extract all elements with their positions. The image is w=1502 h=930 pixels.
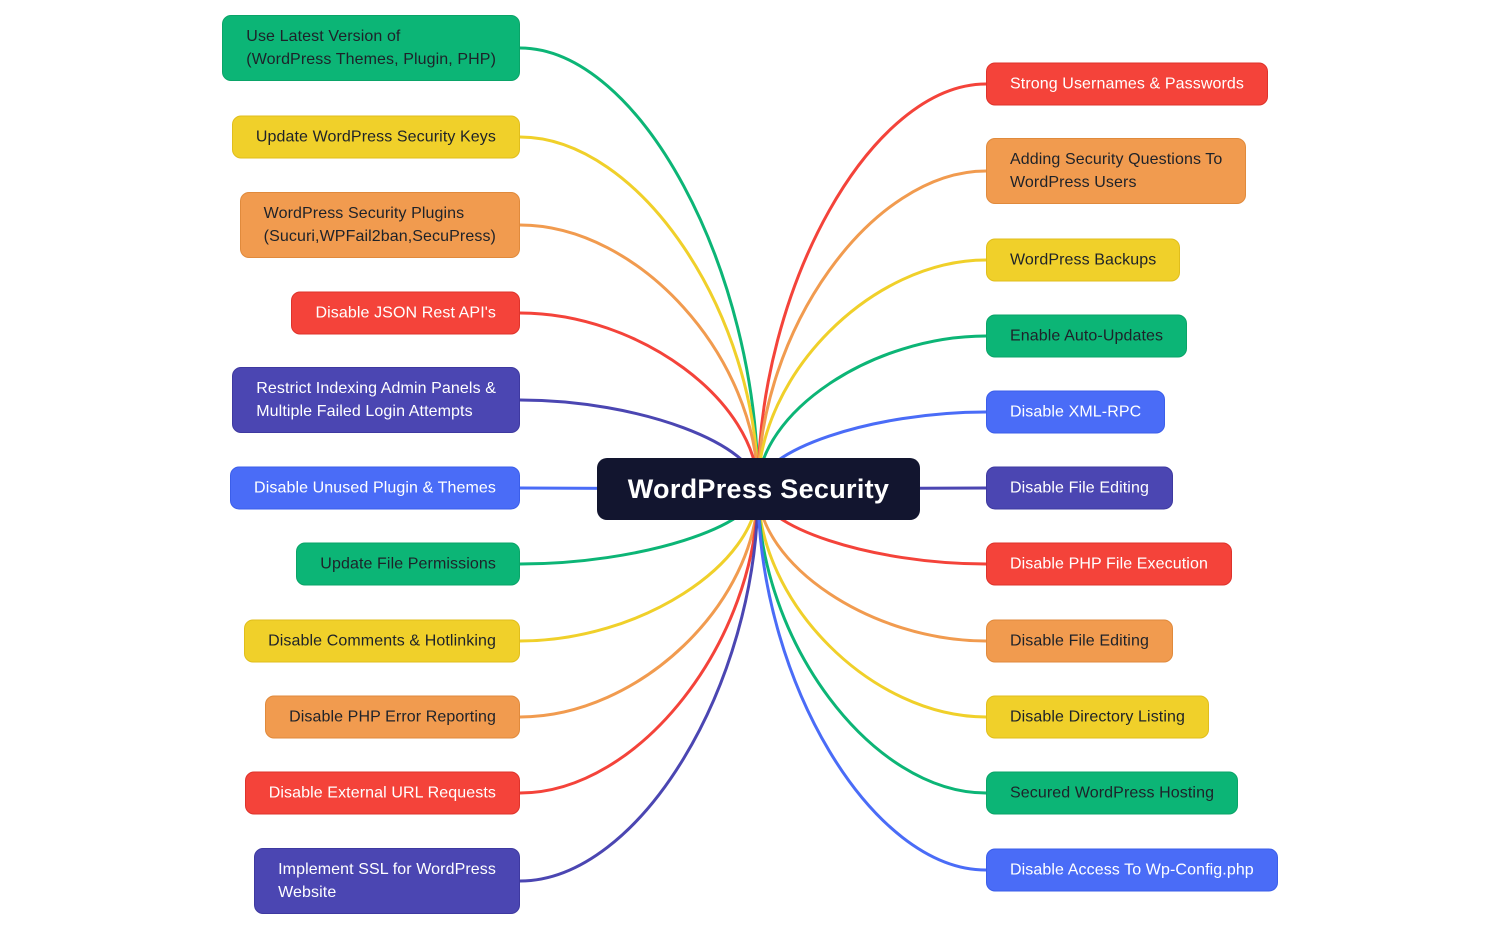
connector-left-9: [518, 487, 760, 795]
node-left-7: Disable Comments & Hotlinking: [244, 619, 520, 663]
center-node-label: WordPress Security: [627, 473, 890, 504]
node-left-1: Update WordPress Security Keys: [231, 115, 520, 159]
node-left-4: Restrict Indexing Admin Panels & Multipl…: [232, 367, 520, 433]
node-right-1: Adding Security Questions To WordPress U…: [986, 138, 1247, 204]
node-right-4: Disable XML-RPC: [986, 390, 1166, 434]
node-left-8: Disable PHP Error Reporting: [265, 695, 520, 739]
node-right-3: Enable Auto-Updates: [986, 314, 1188, 358]
node-left-5: Disable Unused Plugin & Themes: [230, 466, 520, 510]
center-node: WordPress Security: [597, 458, 920, 520]
node-left-6: Update File Permissions: [296, 542, 520, 586]
node-left-2: WordPress Security Plugins (Sucuri,WPFai…: [239, 192, 520, 258]
connector-right-10: [756, 487, 988, 872]
connector-right-8: [756, 487, 988, 719]
node-left-3: Disable JSON Rest API's: [291, 291, 520, 335]
node-right-10: Disable Access To Wp-Config.php: [986, 848, 1278, 892]
node-right-6: Disable PHP File Execution: [986, 542, 1232, 586]
node-left-0: Use Latest Version of (WordPress Themes,…: [222, 15, 520, 81]
connector-left-3: [518, 311, 760, 491]
connector-right-2: [756, 258, 988, 491]
connector-left-8: [518, 487, 760, 719]
node-right-8: Disable Directory Listing: [986, 695, 1210, 739]
connector-right-9: [756, 487, 988, 795]
connector-right-1: [756, 169, 988, 491]
connector-left-0: [518, 46, 760, 491]
node-right-5: Disable File Editing: [986, 466, 1173, 510]
node-right-2: WordPress Backups: [986, 238, 1181, 282]
node-right-0: Strong Usernames & Passwords: [986, 62, 1269, 106]
node-right-7: Disable File Editing: [986, 619, 1173, 663]
node-left-9: Disable External URL Requests: [244, 771, 520, 815]
connector-left-1: [518, 135, 760, 491]
connector-right-0: [756, 82, 988, 491]
connector-left-2: [518, 223, 760, 491]
node-left-10: Implement SSL for WordPress Website: [254, 848, 520, 914]
node-right-9: Secured WordPress Hosting: [986, 771, 1239, 815]
connector-left-10: [518, 487, 760, 883]
